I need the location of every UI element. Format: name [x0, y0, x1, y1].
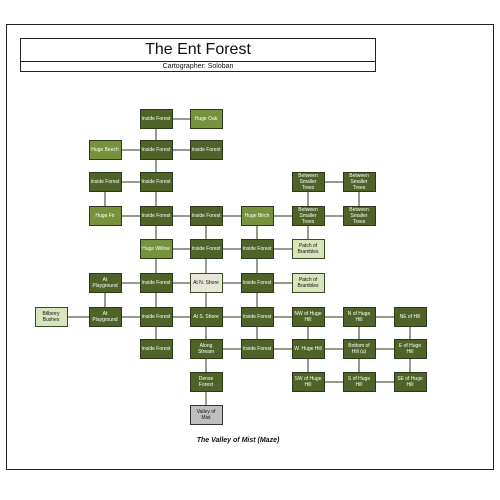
room-label: Between Smaller Trees: [298, 207, 318, 225]
room-node: Inside Forest: [240, 239, 274, 259]
room-label: Valley of Mist: [196, 409, 216, 421]
room-node: Inside Forest: [139, 140, 173, 160]
room-label: Inside Forest: [141, 280, 171, 286]
room-label: At Playground: [92, 277, 118, 289]
room-node: Inside Forest: [139, 109, 173, 129]
room-node: Between Smaller Trees: [291, 206, 325, 226]
title-box: The Ent Forest Cartographer: Soloban: [20, 38, 376, 72]
room-label: SE of Huge Hill: [397, 376, 423, 388]
room-node: E of Huge Hill: [393, 339, 427, 359]
room-label: Inside Forest: [242, 346, 272, 352]
room-label: At S. Shore: [193, 314, 219, 320]
room-label: Dense Forest: [198, 376, 214, 388]
room-node: Inside Forest: [88, 172, 122, 192]
room-label: Inside Forest: [242, 280, 272, 286]
room-label: Inside Forest: [242, 314, 272, 320]
room-node: S of Huge Hill: [342, 372, 376, 392]
room-label: Between Smaller Trees: [349, 207, 369, 225]
room-node: Inside Forest: [240, 273, 274, 293]
room-node: Huge Birch: [240, 206, 274, 226]
room-node: Between Smaller Trees: [342, 206, 376, 226]
room-node: Inside Forest: [189, 140, 223, 160]
room-label: S of Huge Hill: [347, 376, 371, 388]
room-node: SW of Huge Hill: [291, 372, 325, 392]
room-label: At Playground: [92, 311, 118, 323]
room-label: Huge Birch: [244, 213, 270, 219]
map-title: The Ent Forest: [145, 41, 251, 58]
room-node: Valley of Mist: [189, 405, 223, 425]
room-label: Along Stream: [197, 343, 215, 355]
title-divider: [21, 61, 375, 62]
room-label: Inside Forest: [141, 116, 171, 122]
room-node: Huge Beech: [88, 140, 122, 160]
room-node: Bottom of Hill (u): [342, 339, 376, 359]
room-node: At Playground: [88, 307, 122, 327]
cartographer-credit: Cartographer: Soloban: [162, 63, 234, 70]
room-node: At Playground: [88, 273, 122, 293]
room-node: Inside Forest: [139, 273, 173, 293]
room-label: Between Smaller Trees: [298, 173, 318, 191]
room-label: Huge Fir: [95, 213, 115, 219]
room-label: W. Huge Hill: [294, 346, 322, 352]
room-node: N of Huge Hill: [342, 307, 376, 327]
room-label: Inside Forest: [141, 213, 171, 219]
room-node: Inside Forest: [189, 239, 223, 259]
room-label: Inside Forest: [141, 346, 171, 352]
room-label: Inside Forest: [191, 147, 221, 153]
room-label: Between Smaller Trees: [349, 173, 369, 191]
room-label: NW of Huge Hill: [294, 311, 322, 323]
room-label: NE of Hill: [399, 314, 421, 320]
room-label: Inside Forest: [242, 246, 272, 252]
room-node: NW of Huge Hill: [291, 307, 325, 327]
room-label: Bottom of Hill (u): [348, 343, 370, 355]
room-label: Huge Willow: [142, 246, 170, 252]
room-node: Inside Forest: [240, 339, 274, 359]
room-label: SW of Huge Hill: [294, 376, 322, 388]
room-node: Inside Forest: [139, 206, 173, 226]
room-node: NE of Hill: [393, 307, 427, 327]
room-node: Dense Forest: [189, 372, 223, 392]
room-label: Patch of Brambles: [297, 277, 319, 289]
room-label: Inside Forest: [191, 246, 221, 252]
room-node: Inside Forest: [139, 172, 173, 192]
room-node: At N. Shore: [189, 273, 223, 293]
room-node: At S. Shore: [189, 307, 223, 327]
room-label: Inside Forest: [141, 179, 171, 185]
room-node: Between Smaller Trees: [291, 172, 325, 192]
room-label: Huge Beech: [91, 147, 119, 153]
room-label: Inside Forest: [90, 179, 120, 185]
room-label: At N. Shore: [193, 280, 219, 286]
room-label: E of Huge Hill: [398, 343, 422, 355]
room-node: Inside Forest: [139, 339, 173, 359]
room-node: Huge Willow: [139, 239, 173, 259]
room-label: Bilberry Bushes: [42, 311, 60, 323]
room-node: SE of Huge Hill: [393, 372, 427, 392]
room-node: Inside Forest: [139, 307, 173, 327]
room-label: Inside Forest: [141, 147, 171, 153]
room-node: Bilberry Bushes: [34, 307, 68, 327]
maze-caption: The Valley of Mist (Maze): [196, 437, 280, 444]
room-label: Huge Oak: [194, 116, 218, 122]
room-node: Huge Oak: [189, 109, 223, 129]
room-node: Inside Forest: [240, 307, 274, 327]
room-label: Inside Forest: [141, 314, 171, 320]
room-node: W. Huge Hill: [291, 339, 325, 359]
room-node: Patch of Brambles: [291, 273, 325, 293]
room-node: Huge Fir: [88, 206, 122, 226]
room-node: Along Stream: [189, 339, 223, 359]
room-node: Inside Forest: [189, 206, 223, 226]
room-label: Patch of Brambles: [297, 243, 319, 255]
room-node: Between Smaller Trees: [342, 172, 376, 192]
room-node: Patch of Brambles: [291, 239, 325, 259]
room-label: N of Huge Hill: [347, 311, 371, 323]
room-label: Inside Forest: [191, 213, 221, 219]
